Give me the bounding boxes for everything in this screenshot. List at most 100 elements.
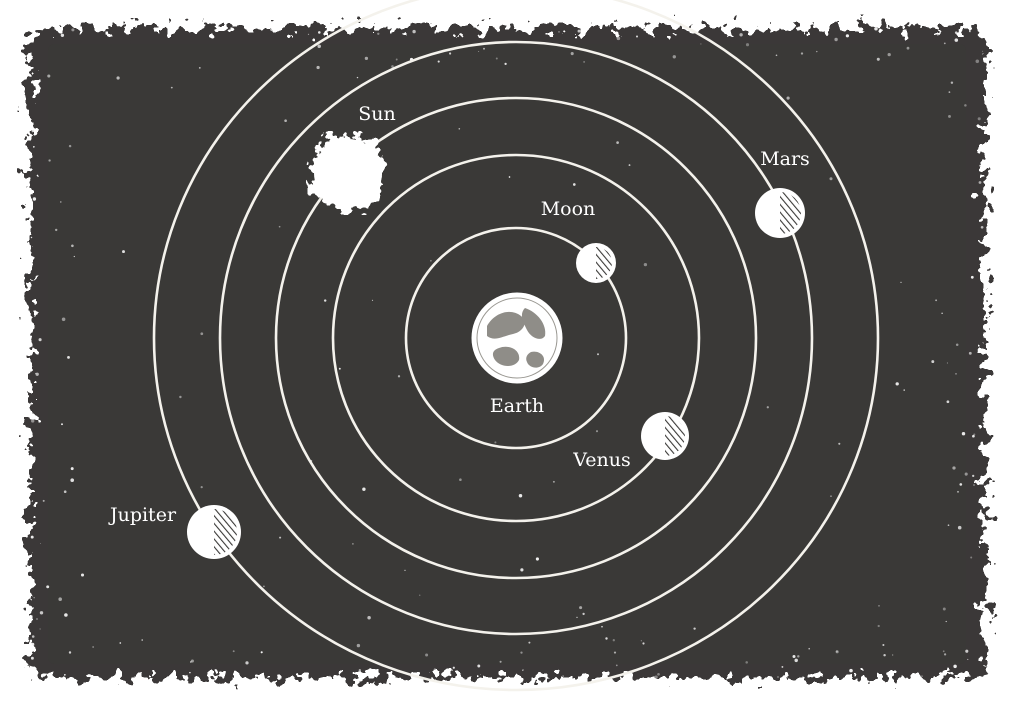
star-speck — [430, 260, 432, 262]
star-speck — [849, 669, 853, 673]
star-speck — [329, 676, 331, 678]
star-speck — [71, 28, 74, 31]
star-speck — [896, 382, 899, 385]
star-speck — [43, 500, 45, 502]
star-speck — [528, 642, 530, 644]
star-speck — [941, 313, 942, 314]
star-speck — [583, 61, 585, 63]
star-speck — [449, 52, 451, 54]
star-speck — [33, 597, 35, 599]
star-speck — [830, 495, 831, 496]
star-speck — [558, 31, 559, 32]
star-speck — [201, 486, 203, 488]
star-speck — [956, 343, 959, 346]
star-speck — [119, 642, 121, 644]
star-speck — [434, 668, 436, 670]
star-speck — [494, 441, 496, 443]
star-speck — [179, 396, 181, 398]
star-speck — [952, 466, 955, 469]
star-speck — [955, 31, 958, 34]
sun-label: Sun — [358, 103, 396, 125]
star-speck — [317, 45, 321, 49]
star-speck — [946, 621, 947, 622]
star-speck — [582, 613, 584, 615]
star-speck — [953, 665, 956, 668]
star-speck — [786, 677, 787, 678]
star-speck — [958, 526, 962, 530]
star-speck — [962, 432, 965, 435]
star-speck — [944, 653, 946, 655]
star-speck — [377, 33, 379, 35]
star-speck — [937, 34, 939, 36]
star-speck — [304, 673, 307, 676]
star-speck — [834, 38, 837, 41]
star-speck — [263, 586, 265, 588]
star-speck — [31, 657, 34, 660]
star-speck — [339, 368, 341, 370]
star-speck — [404, 570, 405, 571]
star-speck — [931, 360, 934, 363]
star-speck — [45, 673, 47, 675]
star-speck — [951, 81, 953, 83]
star-speck — [93, 646, 94, 647]
star-speck — [46, 585, 49, 588]
venus-body — [641, 412, 689, 460]
star-speck — [47, 74, 50, 77]
star-speck — [973, 433, 975, 435]
star-speck — [61, 34, 64, 37]
star-speck — [616, 665, 618, 667]
star-speck — [605, 637, 607, 639]
star-speck — [419, 595, 420, 596]
star-speck — [171, 87, 173, 89]
star-speck — [981, 226, 984, 229]
moon-label: Moon — [541, 198, 596, 220]
moon-body — [576, 243, 616, 283]
star-speck — [808, 648, 810, 650]
star-speck — [134, 676, 137, 679]
star-speck — [571, 52, 574, 55]
star-speck — [794, 659, 797, 662]
star-speck — [979, 165, 981, 167]
star-speck — [573, 183, 576, 186]
earth-label: Earth — [490, 395, 544, 417]
star-speck — [642, 642, 644, 644]
star-speck — [48, 159, 50, 161]
star-speck — [964, 104, 967, 107]
star-speck — [787, 97, 790, 100]
star-speck — [629, 164, 631, 166]
star-speck — [596, 430, 598, 432]
star-speck — [396, 59, 398, 61]
star-speck — [949, 91, 951, 93]
jupiter-body — [187, 505, 241, 559]
star-speck — [976, 60, 980, 64]
star-speck — [613, 639, 615, 641]
star-speck — [359, 669, 361, 671]
star-speck — [746, 43, 749, 46]
star-speck — [793, 655, 796, 658]
star-speck — [614, 652, 616, 654]
star-speck — [477, 665, 480, 668]
star-speck — [907, 47, 910, 50]
star-speck — [965, 650, 968, 653]
star-speck — [978, 117, 981, 120]
star-speck — [245, 661, 248, 664]
star-speck — [362, 488, 365, 491]
star-speck — [520, 568, 523, 571]
star-speck — [71, 244, 74, 247]
star-speck — [970, 556, 972, 558]
star-speck — [60, 201, 61, 202]
star-speck — [877, 58, 880, 61]
star-speck — [959, 483, 962, 486]
star-speck — [601, 626, 603, 628]
star-speck — [903, 389, 904, 390]
star-speck — [70, 478, 74, 482]
star-speck — [357, 77, 358, 78]
star-speck — [739, 33, 742, 36]
star-speck — [944, 43, 946, 45]
star-speck — [199, 67, 201, 69]
star-speck — [247, 28, 251, 32]
star-speck — [69, 651, 71, 653]
mars-label: Mars — [760, 148, 810, 170]
star-speck — [459, 478, 462, 481]
